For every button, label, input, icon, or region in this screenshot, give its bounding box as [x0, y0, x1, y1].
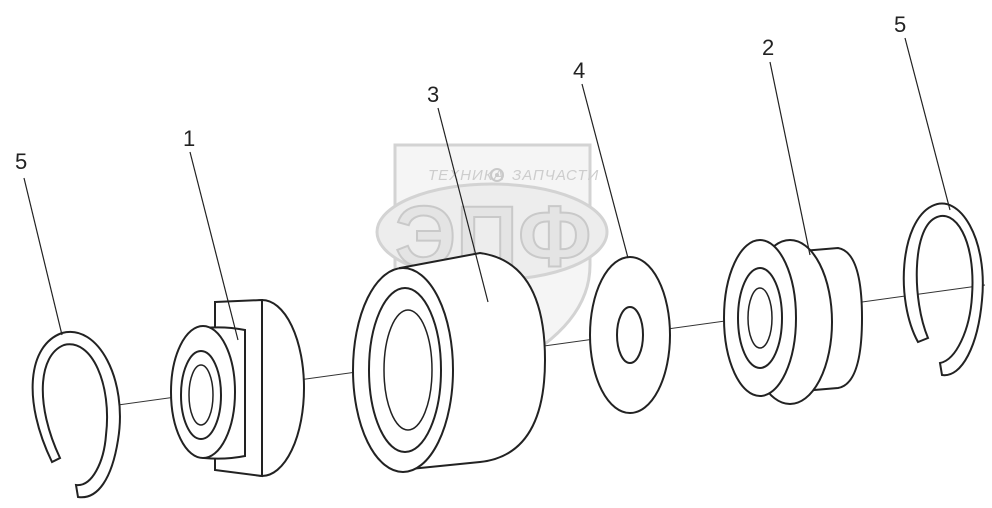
callout-label-3: 3 [427, 82, 439, 107]
leader-line-1 [189, 151, 239, 341]
callout-label-5-left: 5 [15, 149, 27, 174]
watermark-text-left: ТЕХНИКА [428, 167, 505, 184]
splined-sleeve [352, 251, 547, 473]
gear-icon [490, 168, 504, 182]
callout-label-1: 1 [183, 126, 195, 151]
retaining-ring-left [31, 330, 121, 499]
gear-with-hub [723, 239, 864, 405]
leader-line-3 [437, 107, 489, 303]
washer [589, 256, 671, 414]
callout-label-5-right: 5 [894, 12, 906, 37]
retaining-ring-right [902, 202, 984, 377]
leader-line-2 [769, 61, 811, 256]
callout-label-2: 2 [762, 35, 774, 60]
callout-label-4: 4 [573, 58, 585, 83]
leader-line-4 [581, 83, 629, 259]
leader-line-5-left [23, 177, 63, 336]
splined-hub-gear [170, 298, 305, 478]
watermark-text-right: ЗАПЧАСТИ [512, 167, 599, 184]
leader-line-5-right [904, 37, 951, 211]
